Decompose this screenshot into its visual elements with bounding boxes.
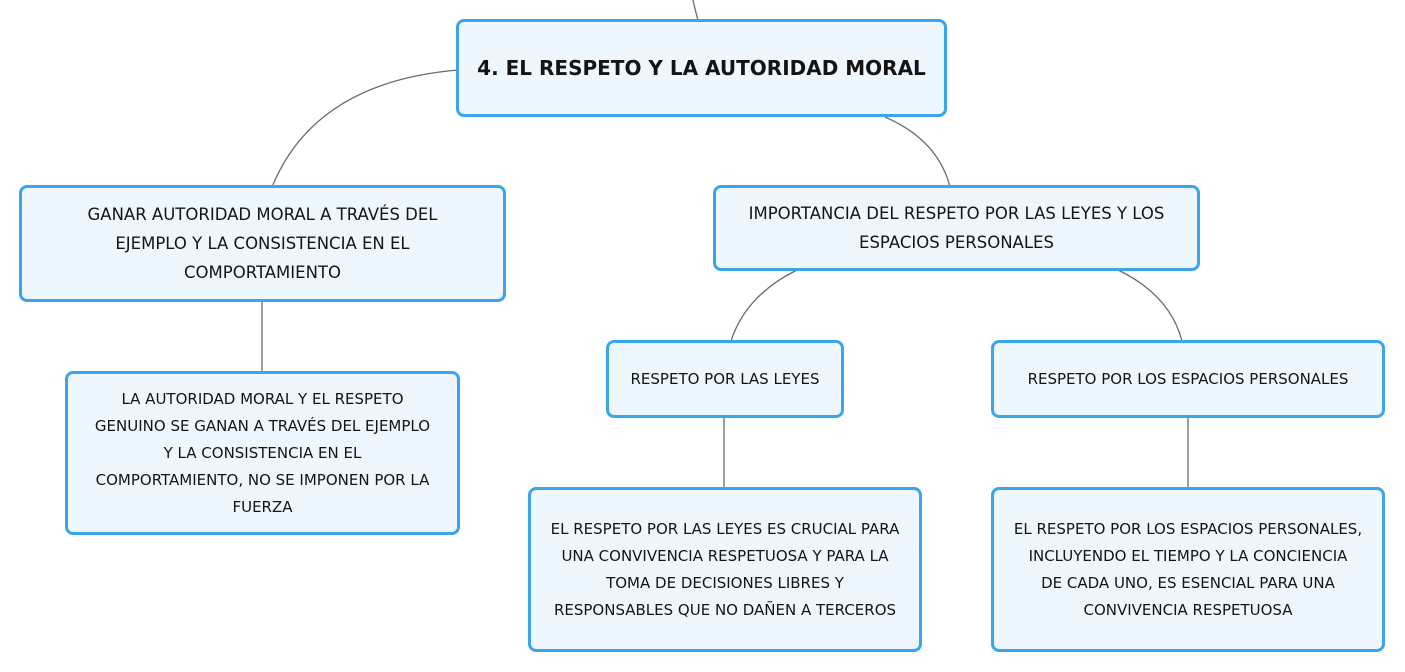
topic-authority-label: GANAR AUTORIDAD MORAL A TRAVÉS DEL EJEMP… [87,205,438,282]
subtopic-spaces-detail-label: EL RESPETO POR LOS ESPACIOS PERSONALES, … [1013,519,1363,619]
subtopic-authority-detail-label: LA AUTORIDAD MORAL Y EL RESPETO GENUINO … [94,389,431,516]
topic-importance[interactable]: IMPORTANCIA DEL RESPETO POR LAS LEYES Y … [713,185,1200,271]
subtopic-spaces[interactable]: RESPETO POR LOS ESPACIOS PERSONALES [991,340,1385,418]
subtopic-spaces-label: RESPETO POR LOS ESPACIOS PERSONALES [1027,369,1349,388]
connector-importance-to-spaces [1117,269,1183,342]
subtopic-laws-detail-label: EL RESPETO POR LAS LEYES ES CRUCIAL PARA… [550,519,900,619]
subtopic-spaces-detail[interactable]: EL RESPETO POR LOS ESPACIOS PERSONALES, … [991,487,1385,652]
connector-importance-to-laws [730,269,798,342]
subtopic-authority-detail[interactable]: LA AUTORIDAD MORAL Y EL RESPETO GENUINO … [65,371,460,535]
root-topic[interactable]: 4. EL RESPETO Y LA AUTORIDAD MORAL [456,19,947,117]
topic-authority[interactable]: GANAR AUTORIDAD MORAL A TRAVÉS DEL EJEMP… [19,185,506,302]
subtopic-laws[interactable]: RESPETO POR LAS LEYES [606,340,844,418]
topic-importance-label: IMPORTANCIA DEL RESPETO POR LAS LEYES Y … [748,204,1165,252]
connector-parent-to-root [692,0,699,21]
connector-root-to-authority [271,69,459,188]
subtopic-laws-detail[interactable]: EL RESPETO POR LAS LEYES ES CRUCIAL PARA… [528,487,922,652]
root-topic-label: 4. EL RESPETO Y LA AUTORIDAD MORAL [477,56,926,80]
subtopic-laws-label: RESPETO POR LAS LEYES [630,369,820,388]
connector-root-to-importance [884,116,951,188]
